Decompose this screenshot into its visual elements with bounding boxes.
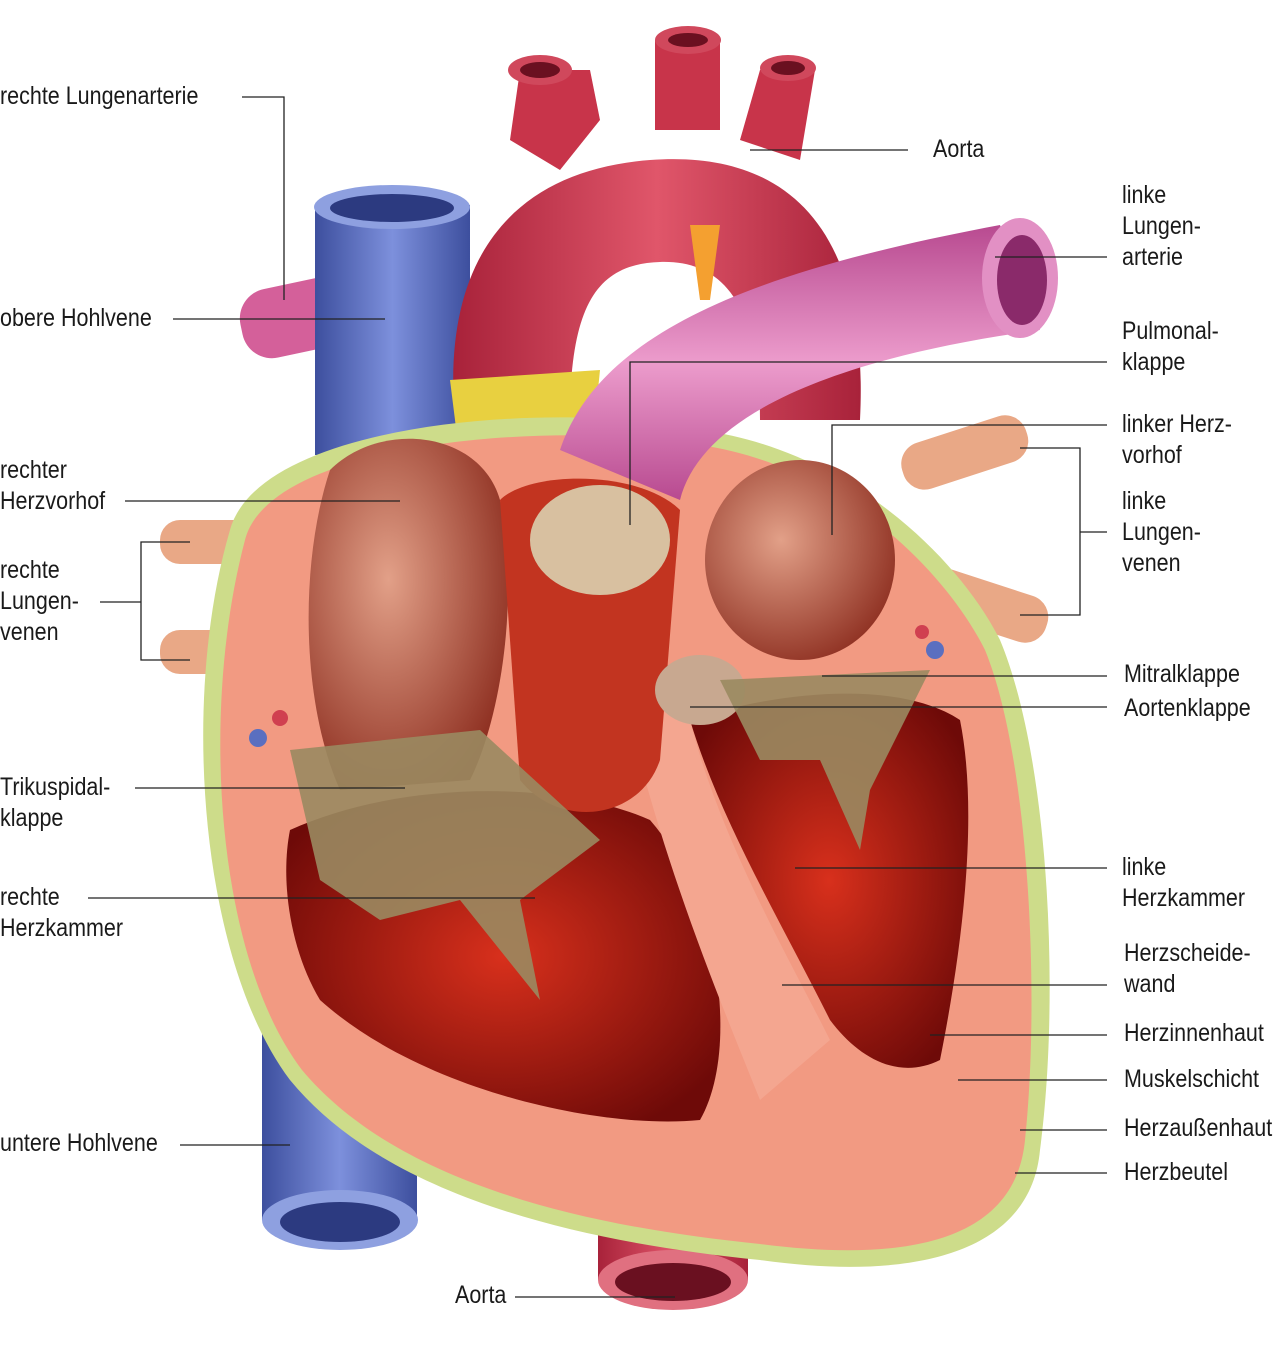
label-text: Aorta	[933, 135, 985, 163]
label-text: rechte Lungenarterie	[0, 82, 199, 110]
label-text: rechter	[0, 456, 67, 484]
label-text: Aorta	[455, 1281, 507, 1309]
pulmonary-valve	[530, 485, 670, 595]
leader-lines	[88, 96, 1107, 1298]
label-text: wand	[1124, 970, 1176, 998]
label-herzbeutel: Herzbeutel	[1124, 1157, 1228, 1188]
label-rechte-lungenarterie: rechte Lungenarterie	[0, 81, 198, 112]
label-text: Muskelschicht	[1124, 1065, 1260, 1093]
label-aorta-top: Aorta	[933, 134, 984, 165]
label-text: untere Hohlvene	[0, 1129, 158, 1157]
left-ventricle	[690, 693, 969, 1068]
label-text: Herzbeutel	[1124, 1158, 1228, 1186]
label-text: Mitralklappe	[1124, 660, 1240, 688]
label-untere-hohlvene: untere Hohlvene	[0, 1128, 158, 1159]
label-text: Herzkammer	[0, 914, 124, 942]
mitral-valve	[720, 670, 930, 850]
superior-vena-cava	[314, 185, 470, 455]
label-text: Lungen-	[0, 587, 79, 615]
label-herzinnenhaut: Herzinnenhaut	[1124, 1018, 1264, 1049]
label-text: klappe	[0, 804, 64, 832]
label-text: rechte	[0, 556, 60, 584]
label-text: Lungen-	[1122, 212, 1201, 240]
label-trikuspidalklappe: Trikuspidal-klappe	[0, 772, 110, 834]
label-mitralklappe: Mitralklappe	[1124, 659, 1240, 690]
label-text: klappe	[1122, 348, 1186, 376]
left-atrium	[705, 460, 895, 660]
label-text: Herzvorhof	[0, 487, 106, 515]
label-text: arterie	[1122, 243, 1183, 271]
label-text: linker Herz-	[1122, 410, 1232, 438]
label-linker-herzvorhof: linker Herz-vorhof	[1122, 409, 1232, 471]
label-muskelschicht: Muskelschicht	[1124, 1064, 1259, 1095]
label-text: venen	[1122, 549, 1181, 577]
label-text: Aortenklappe	[1124, 694, 1251, 722]
label-text: vorhof	[1122, 441, 1182, 469]
label-text: obere Hohlvene	[0, 304, 152, 332]
label-aorta-bottom: Aorta	[455, 1280, 506, 1311]
right-atrium	[308, 438, 509, 790]
label-text: Lungen-	[1122, 518, 1201, 546]
label-text: Pulmonal-	[1122, 317, 1219, 345]
label-text: Herzscheide-	[1124, 939, 1251, 967]
label-obere-hohlvene: obere Hohlvene	[0, 303, 152, 334]
label-text: rechte	[0, 883, 60, 911]
label-pulmonalklappe: Pulmonal-klappe	[1122, 316, 1219, 378]
label-text: Herzaußenhaut	[1124, 1114, 1273, 1142]
label-aortenklappe: Aortenklappe	[1124, 693, 1251, 724]
label-text: Herzkammer	[1122, 884, 1246, 912]
tricuspid-valve	[290, 730, 600, 1000]
label-text: Trikuspidal-	[0, 773, 111, 801]
label-herzaussenhaut: Herzaußenhaut	[1124, 1113, 1272, 1144]
label-herzscheidewand: Herzscheide-wand	[1124, 938, 1251, 1000]
label-text: linke	[1122, 853, 1167, 881]
septum	[620, 659, 830, 1100]
label-text: linke	[1122, 487, 1167, 515]
label-text: Herzinnenhaut	[1124, 1019, 1264, 1047]
valves	[290, 485, 930, 1000]
label-text: linke	[1122, 181, 1167, 209]
label-text: venen	[0, 618, 59, 646]
aortic-arch	[453, 26, 861, 421]
